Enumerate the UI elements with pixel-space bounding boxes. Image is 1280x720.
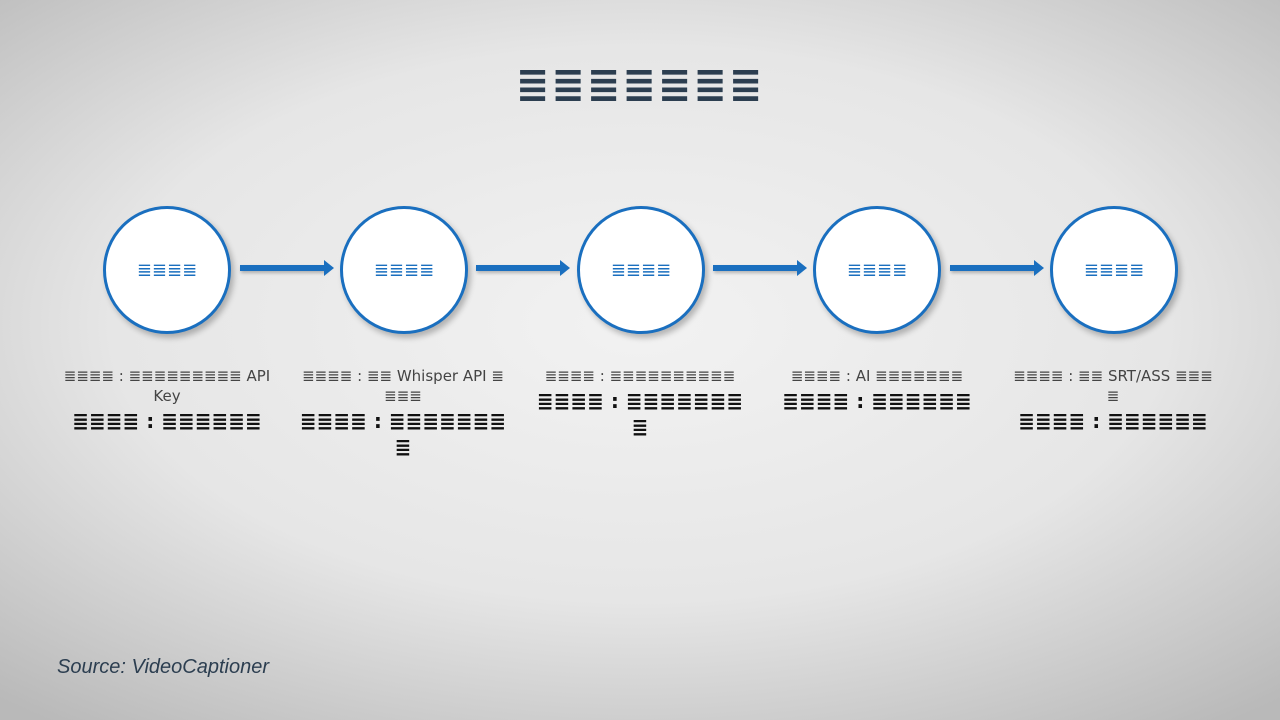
step-desc: ≣≣≣≣ : ≣≣≣≣≣≣≣≣≣≣	[544, 367, 736, 385]
step-desc: ≣≣≣≣ : ≣≣≣≣≣≣≣≣≣ API Key	[63, 367, 271, 405]
source-caption: Source: VideoCaptioner	[57, 656, 269, 678]
step-2-circle: ≣≣≣≣	[340, 206, 468, 334]
step-1-circle: ≣≣≣≣	[103, 206, 231, 334]
step-detail: ≣≣≣≣ : ≣≣≣≣≣≣≣ ≣	[536, 389, 744, 439]
step-5-circle: ≣≣≣≣	[1050, 206, 1178, 334]
step-1-label: ≣≣≣≣ : ≣≣≣≣≣≣≣≣≣ API Key ≣≣≣≣ : ≣≣≣≣≣≣	[62, 366, 272, 434]
step-detail: ≣≣≣≣ : ≣≣≣≣≣≣≣ ≣	[299, 409, 507, 459]
step-desc: ≣≣≣≣ : ≣≣ Whisper API ≣ ≣≣≣	[302, 367, 504, 405]
step-3-circle: ≣≣≣≣	[577, 206, 705, 334]
step-4-label: ≣≣≣≣ : AI ≣≣≣≣≣≣≣ ≣≣≣≣ : ≣≣≣≣≣≣	[772, 366, 982, 414]
step-4-circle: ≣≣≣≣	[813, 206, 941, 334]
step-3-label: ≣≣≣≣ : ≣≣≣≣≣≣≣≣≣≣ ≣≣≣≣ : ≣≣≣≣≣≣≣ ≣	[535, 366, 745, 440]
arrow-icon	[240, 260, 334, 276]
step-2-label: ≣≣≣≣ : ≣≣ Whisper API ≣ ≣≣≣ ≣≣≣≣ : ≣≣≣≣≣…	[298, 366, 508, 460]
step-5-label: ≣≣≣≣ : ≣≣ SRT/ASS ≣≣≣ ≣ ≣≣≣≣ : ≣≣≣≣≣≣	[1008, 366, 1218, 434]
step-detail: ≣≣≣≣ : ≣≣≣≣≣≣	[782, 389, 972, 413]
arrow-icon	[476, 260, 570, 276]
step-detail: ≣≣≣≣ : ≣≣≣≣≣≣	[1018, 409, 1208, 433]
arrow-icon	[950, 260, 1044, 276]
arrow-icon	[713, 260, 807, 276]
diagram-title: ≣≣≣≣≣≣≣	[515, 62, 765, 108]
step-desc: ≣≣≣≣ : AI ≣≣≣≣≣≣≣	[790, 367, 964, 385]
step-detail: ≣≣≣≣ : ≣≣≣≣≣≣	[72, 409, 262, 433]
step-desc: ≣≣≣≣ : ≣≣ SRT/ASS ≣≣≣ ≣	[1013, 367, 1213, 405]
